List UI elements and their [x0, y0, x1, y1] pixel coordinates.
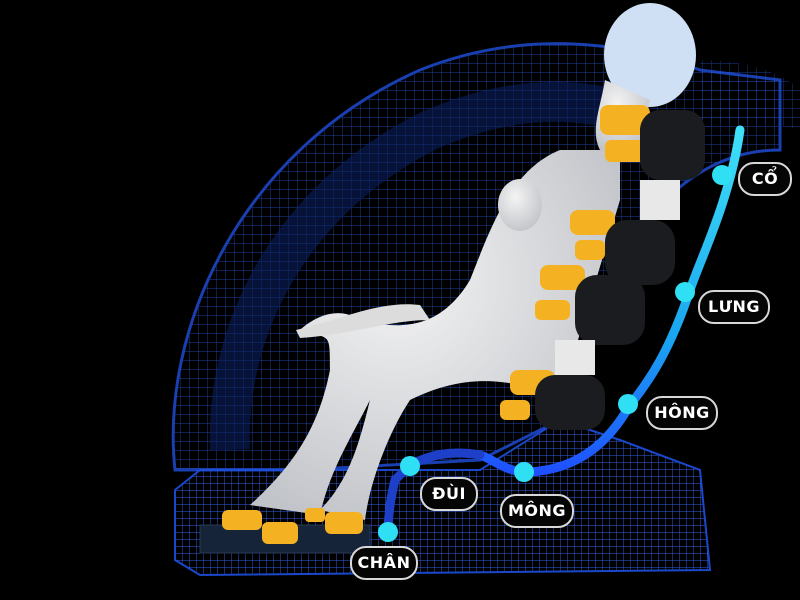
- zone-dot-chan: [378, 522, 398, 542]
- zone-label-co: CỔ: [738, 162, 792, 196]
- roller-mid-back: [535, 265, 645, 345]
- roller-upper-back: [570, 210, 675, 285]
- zone-dot-mong: [514, 462, 534, 482]
- zone-label-lung: LƯNG: [698, 290, 770, 324]
- zone-dot-dui: [400, 456, 420, 476]
- zone-dot-lung: [675, 282, 695, 302]
- roller-lower-back: [500, 370, 605, 430]
- zone-dot-hong: [618, 394, 638, 414]
- zone-label-chan: CHÂN: [350, 546, 418, 580]
- zone-markers: [378, 165, 732, 542]
- zone-label-hong: HÔNG: [646, 396, 718, 430]
- roller-neck: [600, 105, 705, 180]
- zone-dot-co: [712, 165, 732, 185]
- zone-label-dui: ĐÙI: [420, 477, 478, 511]
- massage-rollers: [222, 105, 705, 544]
- zone-label-mong: MÔNG: [500, 494, 574, 528]
- roller-feet: [222, 508, 363, 544]
